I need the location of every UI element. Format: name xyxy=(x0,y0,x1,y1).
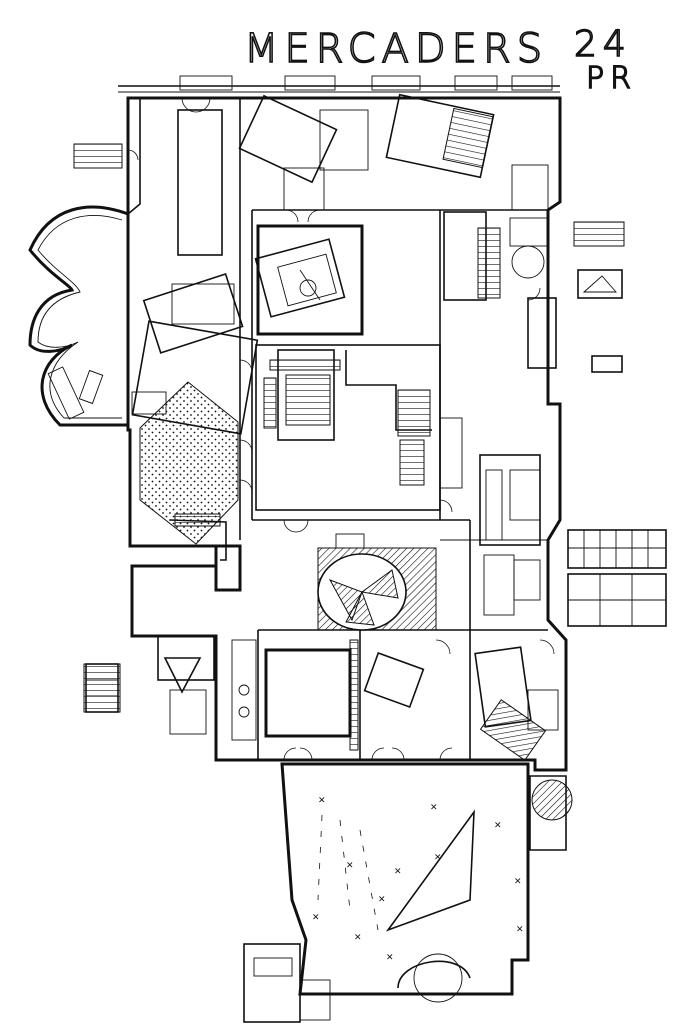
title-number: 24 xyxy=(574,24,632,65)
bay-windows xyxy=(28,205,129,427)
svg-text:✕: ✕ xyxy=(386,953,394,963)
right-rooms xyxy=(443,211,557,616)
tree-markers: ✕ ✕ ✕ ✕ ✕ ✕ ✕ ✕ ✕ ✕ ✕ ✕ xyxy=(312,796,524,963)
lower-middle-rooms xyxy=(264,639,559,761)
svg-text:✕: ✕ xyxy=(494,821,502,831)
svg-text:✕: ✕ xyxy=(514,877,522,887)
top-left-stair xyxy=(73,143,123,169)
lower-left-rooms xyxy=(83,635,257,741)
left-stair xyxy=(169,513,242,592)
title-floor: PR xyxy=(586,61,637,96)
title-block: MERCADERS 24 PR xyxy=(243,23,637,97)
garden xyxy=(243,762,573,1023)
svg-text:✕: ✕ xyxy=(318,796,326,806)
svg-text:✕: ✕ xyxy=(394,867,402,877)
title-name: MERCADERS xyxy=(244,26,548,72)
door-swings xyxy=(127,97,555,761)
svg-text:✕: ✕ xyxy=(430,803,438,813)
svg-text:✕: ✕ xyxy=(378,895,386,905)
svg-text:✕: ✕ xyxy=(346,861,354,871)
central-courtyard xyxy=(254,224,364,336)
right-details xyxy=(567,221,667,627)
oval-room xyxy=(317,533,437,631)
stair-core xyxy=(255,344,463,511)
svg-text:✕: ✕ xyxy=(434,853,442,863)
svg-text:✕: ✕ xyxy=(516,925,524,935)
dotted-hall xyxy=(139,381,239,545)
svg-text:✕: ✕ xyxy=(354,933,362,943)
svg-text:✕: ✕ xyxy=(312,913,320,923)
street-facade xyxy=(118,75,560,93)
